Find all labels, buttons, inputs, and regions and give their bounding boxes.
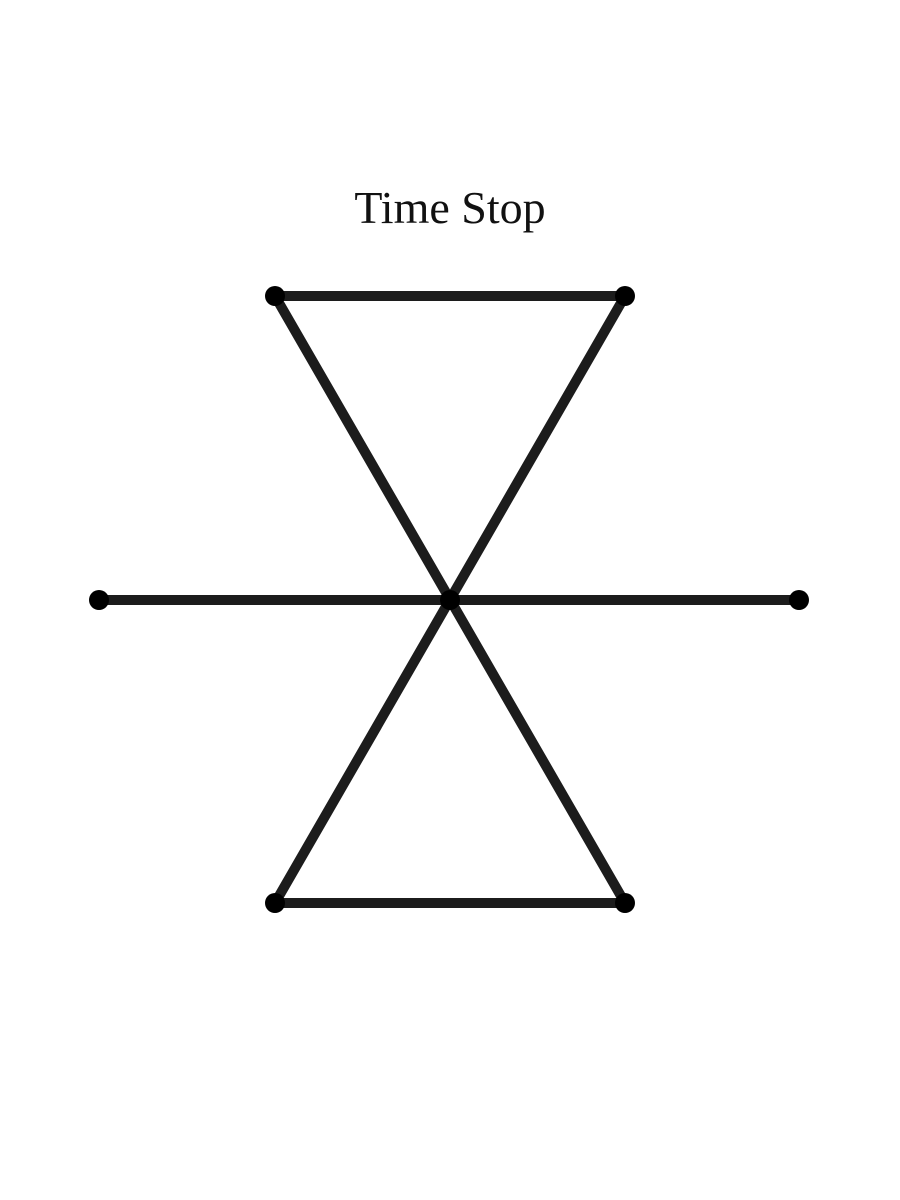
node-top-right (615, 286, 635, 306)
node-right (789, 590, 809, 610)
symbol-nodes (89, 286, 809, 913)
node-bottom-right (615, 893, 635, 913)
diagram-title: Time Stop (354, 182, 546, 233)
node-center (440, 590, 460, 610)
node-left (89, 590, 109, 610)
node-top-left (265, 286, 285, 306)
node-bottom-left (265, 893, 285, 913)
